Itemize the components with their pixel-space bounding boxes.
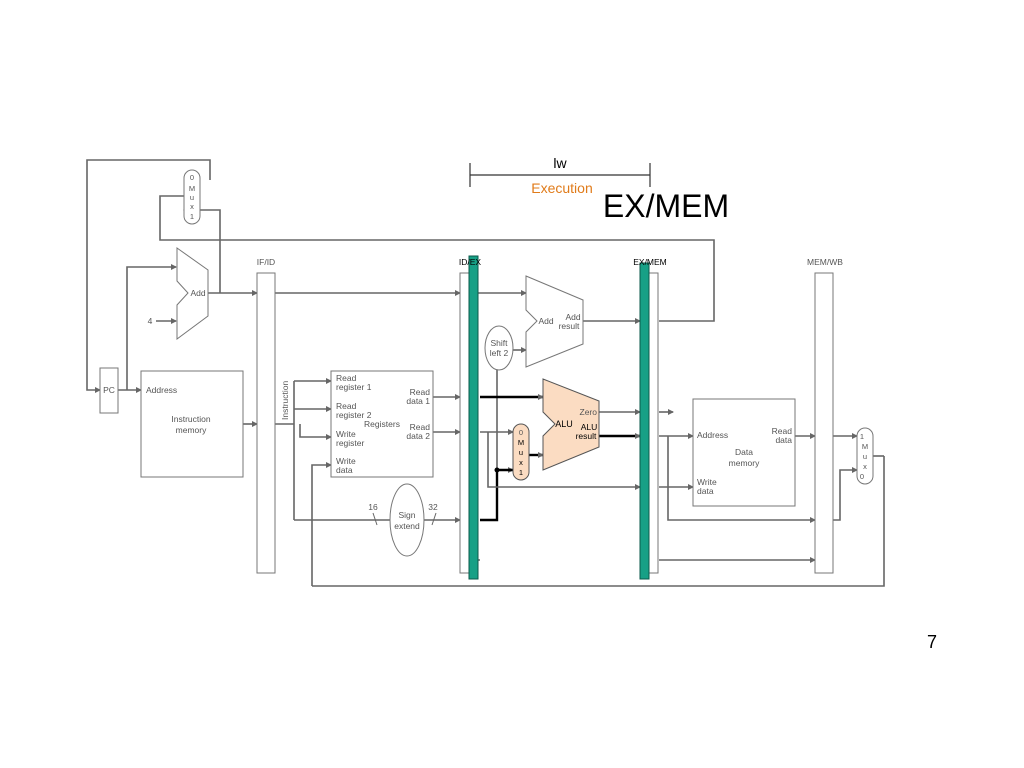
svg-text:0: 0 [860,472,864,481]
svg-text:Write: Write [697,477,717,487]
svg-text:x: x [519,458,523,467]
constant-four: 4 [148,316,153,326]
svg-text:result: result [576,431,597,441]
svg-text:1: 1 [190,212,194,221]
svg-text:data: data [775,435,792,445]
svg-text:Write: Write [336,429,356,439]
svg-text:Read: Read [410,387,431,397]
svg-text:0: 0 [190,173,194,182]
sign-extend: Sign extend 16 32 [368,483,438,557]
data-memory: Address Read data Data memory Write data [692,398,796,507]
svg-text:left 2: left 2 [490,348,509,358]
mem-wb-register: MEM/WB [807,257,843,574]
svg-text:Sign: Sign [398,510,415,520]
instruction-label: lw [553,155,567,171]
svg-text:16: 16 [368,502,378,512]
phase-label: Execution [531,180,592,196]
svg-text:MEM/WB: MEM/WB [807,257,843,267]
svg-text:Read: Read [336,373,357,383]
svg-text:M: M [518,438,524,447]
stage-title: EX/MEM [603,188,729,224]
svg-text:data 2: data 2 [406,431,430,441]
svg-text:Read: Read [410,422,431,432]
svg-text:register 1: register 1 [336,382,372,392]
svg-text:result: result [559,321,580,331]
svg-text:data: data [697,486,714,496]
svg-text:Address: Address [697,430,728,440]
svg-text:Add: Add [565,312,580,322]
svg-text:ID/EX: ID/EX [459,257,482,267]
svg-text:Read: Read [336,401,357,411]
svg-text:M: M [862,442,868,451]
alu: ALU Zero ALU result [542,378,600,471]
svg-text:IF/ID: IF/ID [257,257,275,267]
svg-text:u: u [190,193,194,202]
svg-text:ALU: ALU [555,419,573,429]
svg-text:1: 1 [519,468,523,477]
svg-text:Add: Add [538,316,553,326]
svg-text:memory: memory [729,458,760,468]
ex-mem-register: EX/MEM [633,257,667,580]
svg-text:32: 32 [428,502,438,512]
id-ex-register: ID/EX [459,255,482,580]
svg-text:memory: memory [176,425,207,435]
svg-text:Address: Address [146,385,177,395]
svg-text:Add: Add [190,288,205,298]
stage-indicator: lw Execution EX/MEM [469,155,729,224]
svg-text:u: u [519,448,523,457]
register-file: Read register 1 Read register 2 Write re… [330,370,434,478]
svg-text:x: x [863,462,867,471]
svg-text:Instruction: Instruction [171,414,210,424]
svg-text:data 1: data 1 [406,396,430,406]
svg-text:Write: Write [336,456,356,466]
if-id-register: IF/ID Instruction [256,257,290,574]
svg-text:data: data [336,465,353,475]
branch-adder: Add Add result [525,275,584,368]
mux-write-back: 1 M u x 0 [856,427,874,485]
svg-text:0: 0 [519,428,523,437]
svg-text:u: u [863,452,867,461]
svg-text:PC: PC [103,385,115,395]
svg-text:Shift: Shift [490,338,508,348]
svg-text:Instruction: Instruction [280,381,290,420]
shift-left-2: Shift left 2 [484,325,514,371]
mux-alu-source: 0 M u x 1 [512,423,530,481]
svg-text:M: M [189,184,195,193]
program-counter: PC [99,367,119,414]
svg-text:Registers: Registers [364,419,400,429]
instruction-memory: Address Instruction memory [140,370,244,478]
pc-adder: Add [176,247,209,340]
wires [86,159,885,587]
svg-text:register: register [336,438,365,448]
svg-text:Read: Read [772,426,793,436]
svg-text:x: x [190,202,194,211]
svg-text:EX/MEM: EX/MEM [633,257,667,267]
svg-text:register 2: register 2 [336,410,372,420]
svg-text:Data: Data [735,447,753,457]
svg-text:1: 1 [860,432,864,441]
svg-text:Zero: Zero [580,407,598,417]
svg-text:ALU: ALU [581,422,598,432]
mux-pc-source: 0 M u x 1 [183,169,201,225]
svg-text:extend: extend [394,521,420,531]
page-number: 7 [927,632,937,652]
